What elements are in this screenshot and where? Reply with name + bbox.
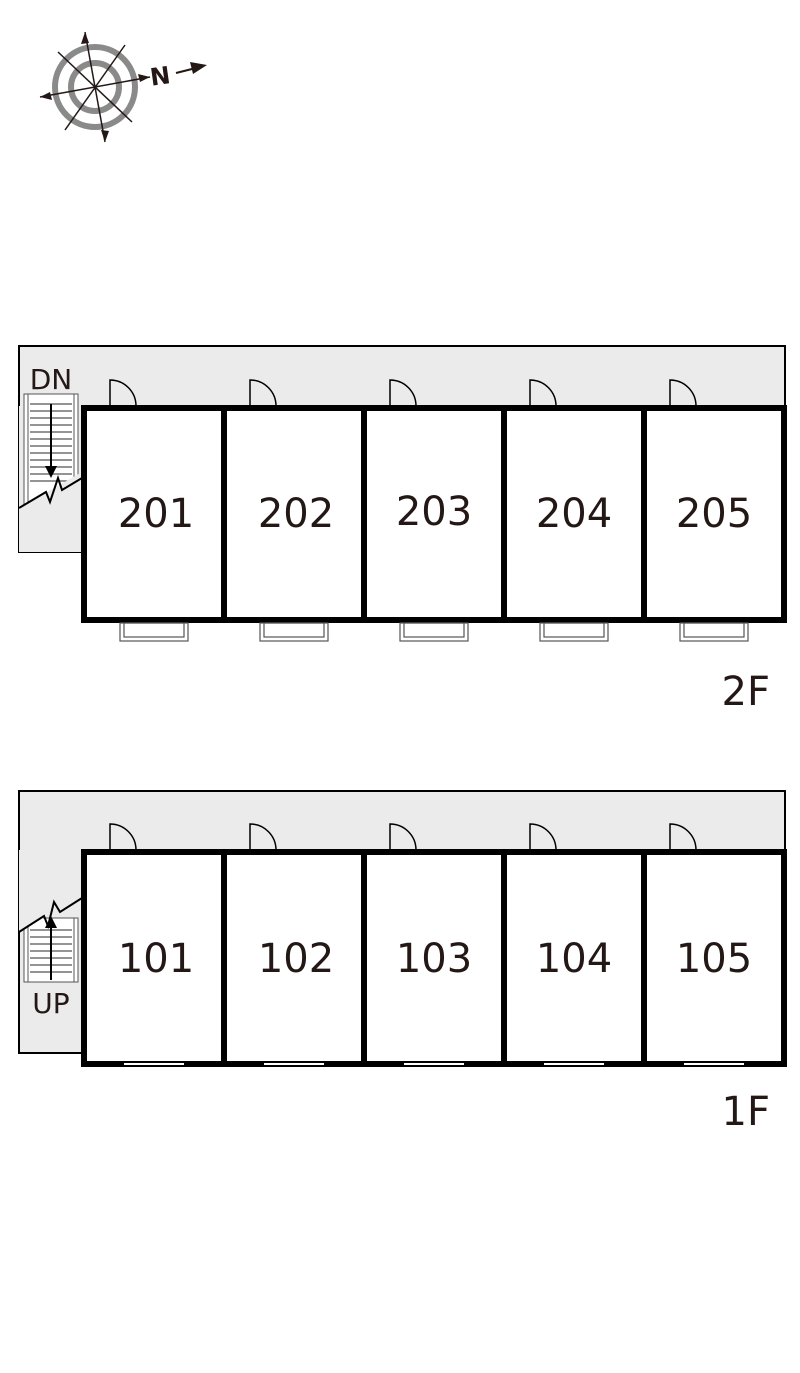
compass-icon: N	[39, 31, 207, 143]
staircase-icon	[18, 850, 83, 983]
unit-number: 102	[258, 936, 334, 982]
unit-number: 101	[118, 936, 194, 982]
floor-label: 1F	[722, 1089, 770, 1135]
unit-number: 201	[118, 491, 194, 537]
unit-number: 204	[536, 491, 612, 537]
compass-north-letter: N	[148, 61, 172, 92]
floor-1f: UP 101 102 103 104 105	[18, 790, 787, 1135]
unit-number: 105	[676, 936, 752, 982]
balcony-icons	[119, 622, 749, 642]
unit-number: 203	[396, 489, 472, 535]
unit-number: 103	[396, 936, 472, 982]
stair-label: DN	[30, 363, 73, 396]
unit-number: 104	[536, 936, 612, 982]
floor-label: 2F	[722, 669, 770, 715]
unit-number: 202	[258, 491, 334, 537]
floor-2f: DN 201 202 203 204 205	[18, 345, 787, 715]
unit-number: 205	[676, 491, 752, 537]
stair-label: UP	[32, 987, 69, 1020]
staircase-icon	[18, 393, 83, 552]
